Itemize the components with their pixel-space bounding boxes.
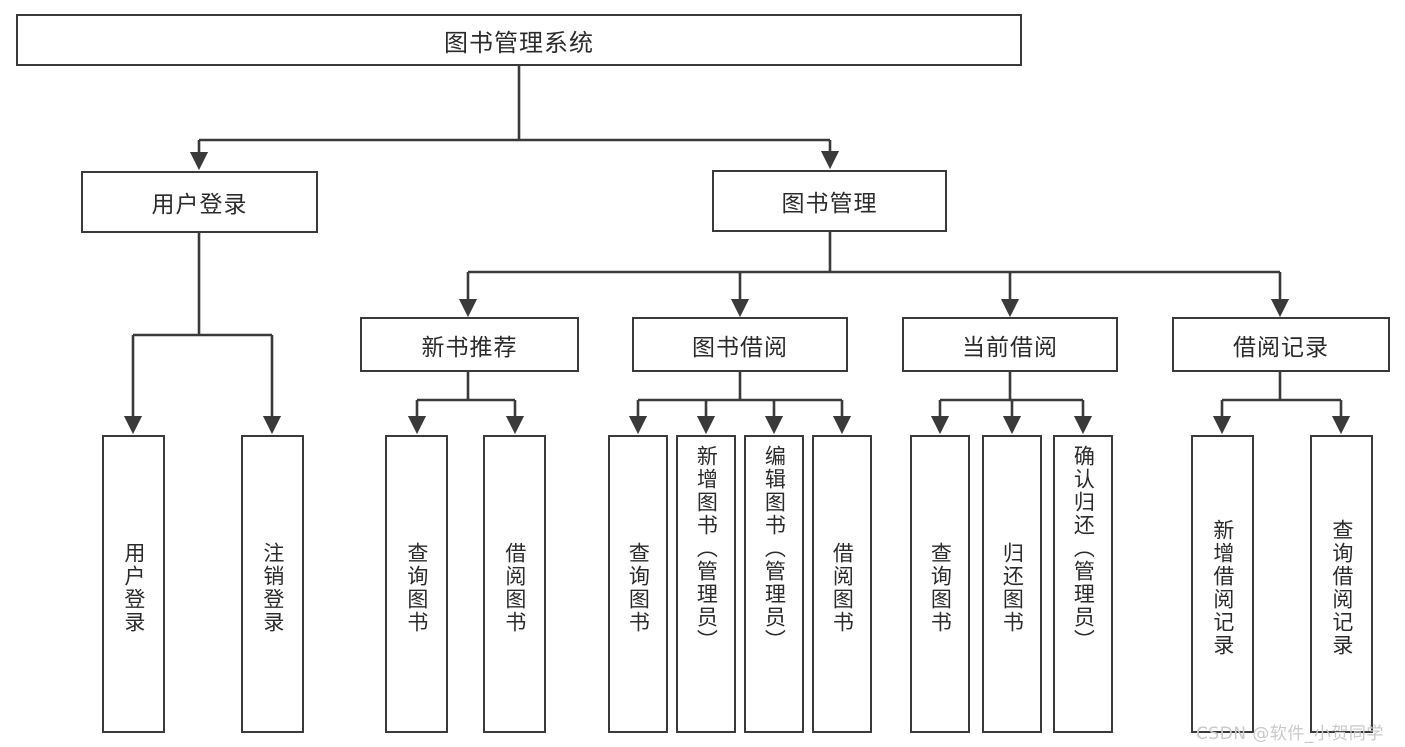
node-root-system[interactable]: 图书管理系统	[16, 14, 1022, 66]
node-label: 新书推荐	[421, 334, 518, 361]
node-label: 新增图书（管理员）	[694, 445, 719, 652]
node-book-borrow[interactable]: 图书借阅	[632, 317, 848, 372]
leaf-edit-book-admin[interactable]: 编辑图书（管理员）	[744, 435, 804, 733]
node-label: 借阅图书	[502, 542, 527, 634]
leaf-borrow-book[interactable]: 借阅图书	[812, 435, 872, 733]
leaf-return-book[interactable]: 归还图书	[982, 435, 1042, 733]
leaf-borrow-book-recommend[interactable]: 借阅图书	[483, 435, 546, 733]
node-label: 用户登录	[151, 192, 248, 218]
leaf-user-login[interactable]: 用户登录	[102, 435, 165, 733]
leaf-add-borrow-record[interactable]: 新增借阅记录	[1191, 435, 1254, 733]
leaf-query-book-borrow[interactable]: 查询图书	[608, 435, 668, 733]
node-label: 查询图书	[928, 542, 953, 634]
leaf-confirm-return-admin[interactable]: 确认归还（管理员）	[1053, 435, 1113, 733]
leaf-logout[interactable]: 注销登录	[241, 435, 304, 733]
node-label: 编辑图书（管理员）	[762, 445, 787, 652]
node-label: 当前借阅	[962, 334, 1058, 361]
node-label: 图书借阅	[692, 334, 788, 361]
leaf-add-book-admin[interactable]: 新增图书（管理员）	[676, 435, 736, 733]
node-label: 图书管理系统	[444, 28, 594, 57]
node-borrow-record[interactable]: 借阅记录	[1172, 317, 1390, 372]
node-new-book-recommend[interactable]: 新书推荐	[360, 317, 579, 372]
leaf-query-borrow-record[interactable]: 查询借阅记录	[1310, 435, 1373, 733]
node-label: 借阅记录	[1233, 334, 1329, 361]
node-user-login[interactable]: 用户登录	[81, 171, 318, 233]
node-label: 查询图书	[626, 542, 651, 634]
node-label: 新增借阅记录	[1210, 519, 1235, 657]
node-label: 查询借阅记录	[1329, 519, 1354, 657]
node-label: 查询图书	[404, 542, 429, 634]
node-label: 用户登录	[121, 542, 146, 634]
node-label: 借阅图书	[830, 542, 855, 634]
leaf-query-book-current[interactable]: 查询图书	[910, 435, 970, 733]
node-label: 确认归还（管理员）	[1071, 445, 1096, 652]
node-label: 注销登录	[260, 542, 285, 634]
node-label: 图书管理	[781, 191, 878, 217]
leaf-query-book-recommend[interactable]: 查询图书	[385, 435, 448, 733]
node-book-management[interactable]: 图书管理	[712, 170, 947, 232]
node-label: 归还图书	[1000, 542, 1025, 634]
node-current-borrow[interactable]: 当前借阅	[902, 317, 1118, 372]
csdn-watermark: CSDN @软件_小贺同学	[1196, 724, 1384, 744]
